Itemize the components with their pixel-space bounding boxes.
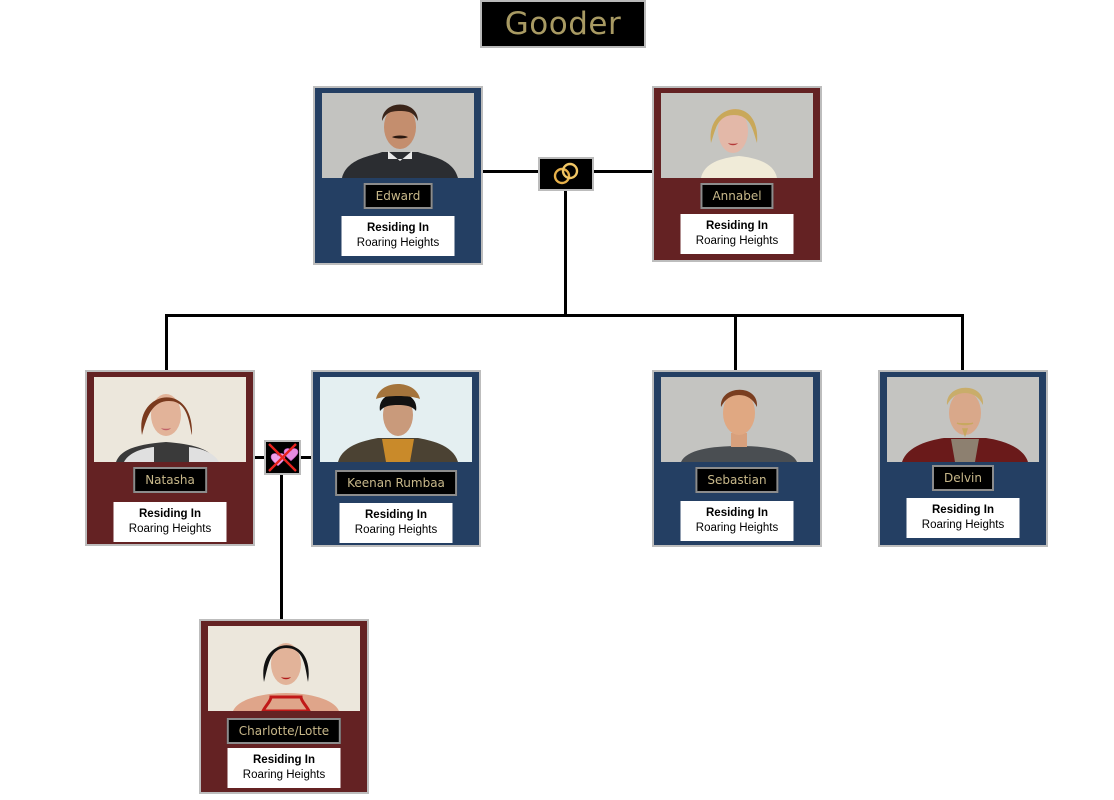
residence-value: Roaring Heights: [921, 519, 1005, 531]
person-card-sebastian[interactable]: Sebastian Residing In Roaring Heights: [652, 370, 822, 547]
person-card-charlotte[interactable]: Charlotte/Lotte Residing In Roaring Heig…: [199, 619, 369, 794]
portrait-charlotte: [208, 626, 360, 711]
residence-value: Roaring Heights: [695, 235, 779, 247]
name-label-keenan: Keenan Rumbaa: [335, 470, 457, 496]
connector-rings-annabel: [592, 170, 654, 173]
residence-box-sebastian: Residing In Roaring Heights: [680, 501, 794, 541]
portrait-delvin: [887, 377, 1039, 462]
residence-label: Residing In: [139, 508, 201, 520]
name-label-delvin: Delvin: [932, 465, 994, 491]
residence-label: Residing In: [253, 754, 315, 766]
residence-box-keenan: Residing In Roaring Heights: [339, 503, 453, 543]
residence-box-edward: Residing In Roaring Heights: [341, 216, 455, 256]
connector-edward-rings: [482, 170, 540, 173]
connector-to-sebastian: [734, 316, 737, 371]
family-name: Gooder: [504, 6, 622, 42]
name-label-annabel: Annabel: [700, 183, 774, 209]
portrait-annabel: [661, 93, 813, 178]
residence-value: Roaring Heights: [354, 524, 438, 536]
residence-box-natasha: Residing In Roaring Heights: [113, 502, 227, 542]
divorce-icon-box: [264, 440, 301, 475]
residence-value: Roaring Heights: [242, 769, 326, 781]
name-label-natasha: Natasha: [133, 467, 207, 493]
residence-label: Residing In: [706, 220, 768, 232]
residence-label: Residing In: [365, 509, 427, 521]
person-card-annabel[interactable]: Annabel Residing In Roaring Heights: [652, 86, 822, 262]
residence-box-annabel: Residing In Roaring Heights: [680, 214, 794, 254]
marriage-icon-box: [538, 157, 594, 191]
connector-children-horizontal: [165, 314, 964, 317]
residence-label: Residing In: [932, 504, 994, 516]
name-label-edward: Edward: [363, 183, 433, 209]
connector-rings-down: [564, 190, 567, 316]
residence-box-delvin: Residing In Roaring Heights: [906, 498, 1020, 538]
name-label-sebastian: Sebastian: [695, 467, 779, 493]
name-label-charlotte: Charlotte/Lotte: [226, 718, 342, 744]
portrait-keenan: [320, 377, 472, 462]
portrait-natasha: [94, 377, 246, 462]
wedding-rings-icon: [553, 162, 579, 185]
crossed-hearts-icon: [268, 443, 299, 472]
residence-value: Roaring Heights: [128, 523, 212, 535]
residence-label: Residing In: [706, 507, 768, 519]
residence-value: Roaring Heights: [356, 237, 440, 249]
connector-to-delvin: [961, 314, 964, 371]
portrait-sebastian: [661, 377, 813, 462]
person-card-delvin[interactable]: Delvin Residing In Roaring Heights: [878, 370, 1048, 547]
connector-to-natasha: [165, 314, 168, 371]
residence-label: Residing In: [367, 222, 429, 234]
portrait-edward: [322, 93, 474, 178]
person-card-natasha[interactable]: Natasha Residing In Roaring Heights: [85, 370, 255, 546]
family-title: Gooder: [480, 0, 646, 48]
residence-box-charlotte: Residing In Roaring Heights: [227, 748, 341, 788]
connector-hearts-keenan: [299, 456, 312, 459]
connector-natasha-hearts: [254, 456, 265, 459]
connector-hearts-down: [280, 474, 283, 620]
person-card-keenan[interactable]: Keenan Rumbaa Residing In Roaring Height…: [311, 370, 481, 547]
residence-value: Roaring Heights: [695, 522, 779, 534]
person-card-edward[interactable]: Edward Residing In Roaring Heights: [313, 86, 483, 265]
